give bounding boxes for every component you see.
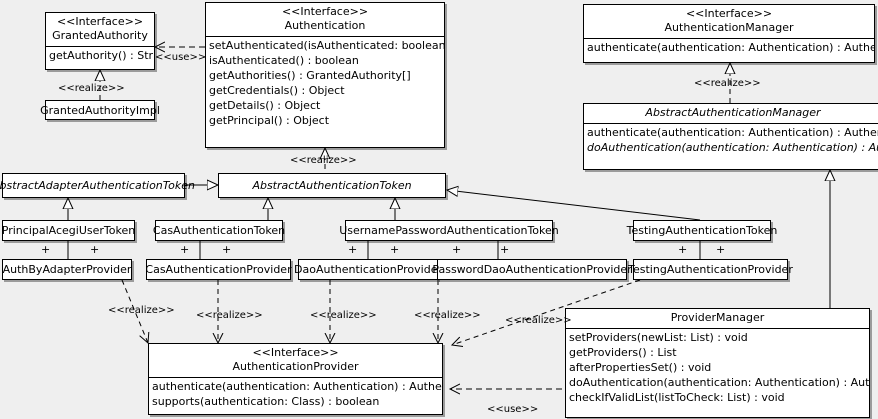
member: authenticate(authentication: Authenticat…: [152, 380, 442, 393]
class-name: GrantedAuthority: [52, 29, 148, 42]
edge-label-realize-cas-provider: <<realize>>: [196, 310, 263, 321]
class-username-password-authentication-token[interactable]: UsernamePasswordAuthenticationToken: [339, 220, 559, 241]
association-adornment-plus: +: [500, 243, 510, 256]
member-list: getAuthority() : String: [46, 47, 154, 64]
member: getCredentials() : Object: [209, 84, 345, 97]
class-name: AuthByAdapterProvider: [2, 263, 132, 276]
member: setProviders(newList: List) : void: [569, 331, 748, 344]
member: setAuthenticated(isAuthenticated: boolea…: [209, 39, 444, 52]
class-name: ProviderManager: [670, 311, 765, 324]
class-name: AbstractAuthenticationManager: [645, 106, 821, 119]
class-name: Authentication: [284, 19, 366, 32]
class-cas-authentication-token[interactable]: CasAuthenticationToken: [152, 220, 286, 241]
member-list: authenticate(authentication: Authenticat…: [584, 39, 874, 56]
class-name: AbstractAdapterAuthenticationToken: [0, 179, 195, 192]
association-adornment-plus: +: [348, 243, 358, 256]
member: getPrincipal() : Object: [209, 114, 330, 127]
association-adornment-plus: +: [90, 243, 100, 256]
class-name: TestingAuthenticationProvider: [628, 263, 793, 276]
class-abstract-authentication-manager[interactable]: AbstractAuthenticationManager authentica…: [583, 103, 878, 170]
class-header: ProviderManager: [566, 309, 869, 329]
class-authentication-manager[interactable]: <<Interface>> AuthenticationManager auth…: [583, 4, 875, 63]
class-provider-manager[interactable]: ProviderManager setProviders(newList: Li…: [565, 308, 870, 418]
member: doAuthentication(authentication: Authent…: [587, 141, 878, 154]
class-name: DaoAuthenticationProvider: [294, 263, 442, 276]
member: authenticate(authentication: Authenticat…: [587, 126, 878, 139]
class-granted-authority-impl[interactable]: GrantedAuthorityImpl: [40, 100, 160, 120]
member-list: authenticate(authentication: Authenticat…: [149, 378, 442, 410]
stereotype-label: <<Interface>>: [56, 15, 144, 28]
member-list: authenticate(authentication: Authenticat…: [584, 124, 878, 156]
association-adornment-plus: +: [452, 243, 462, 256]
class-granted-authority[interactable]: <<Interface>> GrantedAuthority getAuthor…: [45, 12, 155, 70]
class-auth-by-adapter-provider[interactable]: AuthByAdapterProvider: [2, 259, 132, 280]
edge-label-realize-abstract-authentication-manager: <<realize>>: [694, 78, 761, 89]
class-dao-authentication-provider[interactable]: DaoAuthenticationProvider: [294, 259, 442, 280]
class-header: <<Interface>> GrantedAuthority: [46, 13, 154, 47]
member: getProviders() : List: [569, 346, 677, 359]
member: afterPropertiesSet() : void: [569, 361, 712, 374]
association-adornment-plus: +: [222, 243, 232, 256]
class-header: <<Interface>> AuthenticationProvider: [149, 344, 442, 378]
class-name: TestingAuthenticationToken: [626, 224, 778, 237]
edge-label-use-granted-authority: <<use>>: [155, 52, 207, 63]
member: getAuthorities() : GrantedAuthority[]: [209, 69, 411, 82]
class-name: AuthenticationProvider: [232, 360, 359, 373]
class-testing-authentication-provider[interactable]: TestingAuthenticationProvider: [628, 259, 793, 280]
edge-label-realize-testing-provider: <<realize>>: [505, 315, 572, 326]
edge-label-realize-granted-authority-impl: <<realize>>: [58, 83, 125, 94]
stereotype-label: <<Interface>>: [685, 7, 773, 20]
class-name: AbstractAuthenticationToken: [252, 179, 412, 192]
class-cas-authentication-provider[interactable]: CasAuthenticationProvider: [145, 259, 292, 280]
association-adornment-plus: +: [678, 243, 688, 256]
class-name: CasAuthenticationProvider: [145, 263, 292, 276]
edge-label-realize-password-dao-provider: <<realize>>: [414, 310, 481, 321]
association-adornment-plus: +: [390, 243, 400, 256]
edge-label-realize-dao-provider: <<realize>>: [310, 310, 377, 321]
class-authentication[interactable]: <<Interface>> Authentication setAuthenti…: [205, 2, 445, 148]
association-adornment-plus: +: [180, 243, 190, 256]
member: getAuthority() : String: [49, 49, 154, 62]
member: getDetails() : Object: [209, 99, 321, 112]
class-principal-acegi-user-token[interactable]: PrincipalAcegiUserToken: [2, 220, 135, 241]
class-password-dao-authentication-provider[interactable]: PasswordDaoAuthenticationProvider: [432, 259, 632, 280]
stereotype-label: <<Interface>>: [252, 346, 339, 359]
class-header: AbstractAuthenticationManager: [584, 104, 878, 124]
edge-label-realize-abstract-authentication-token: <<realize>>: [290, 155, 357, 166]
member-list: setAuthenticated(isAuthenticated: boolea…: [206, 37, 444, 129]
association-adornment-plus: +: [716, 243, 726, 256]
class-authentication-provider[interactable]: <<Interface>> AuthenticationProvider aut…: [148, 343, 443, 415]
class-name: UsernamePasswordAuthenticationToken: [339, 224, 559, 237]
class-name: PasswordDaoAuthenticationProvider: [432, 263, 632, 276]
class-header: <<Interface>> AuthenticationManager: [584, 5, 874, 39]
member: isAuthenticated() : boolean: [209, 54, 359, 67]
class-name: CasAuthenticationToken: [152, 224, 286, 237]
class-name: AuthenticationManager: [664, 21, 794, 34]
edge-label-realize-auth-by-adapter-provider: <<realize>>: [108, 305, 175, 316]
class-header: <<Interface>> Authentication: [206, 3, 444, 37]
edge-label-use-provider-manager: <<use>>: [487, 404, 539, 415]
member: authenticate(authentication: Authenticat…: [587, 41, 874, 54]
stereotype-label: <<Interface>>: [281, 5, 369, 18]
class-abstract-adapter-authentication-token[interactable]: AbstractAdapterAuthenticationToken: [0, 173, 195, 198]
member: supports(authentication: Class) : boolea…: [152, 395, 380, 408]
association-adornment-plus: +: [41, 243, 51, 256]
class-abstract-authentication-token[interactable]: AbstractAuthenticationToken: [218, 173, 446, 198]
class-name: GrantedAuthorityImpl: [40, 103, 160, 117]
member: checkIfValidList(listToCheck: List) : vo…: [569, 391, 785, 404]
class-name: PrincipalAcegiUserToken: [1, 224, 136, 237]
member-list: setProviders(newList: List) : void getPr…: [566, 329, 869, 406]
class-testing-authentication-token[interactable]: TestingAuthenticationToken: [627, 220, 777, 241]
member: doAuthentication(authentication: Authent…: [569, 376, 869, 389]
